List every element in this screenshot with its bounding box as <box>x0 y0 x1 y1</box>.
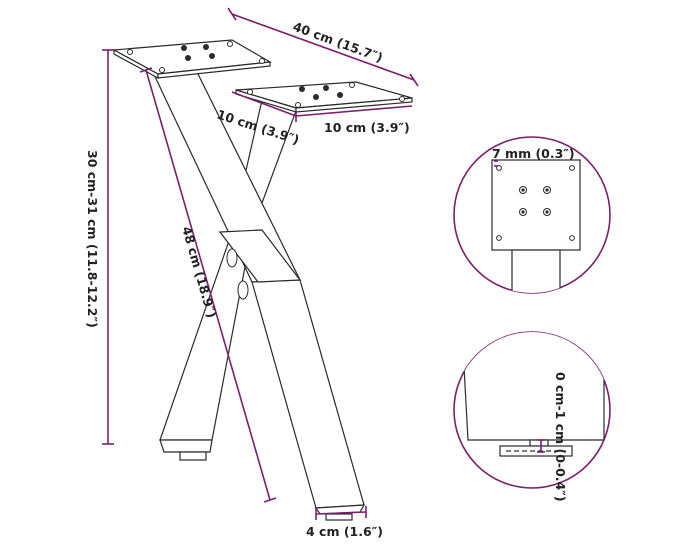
mounting-plate-left <box>111 39 272 80</box>
front-leg-bar <box>149 65 366 521</box>
leg-width-label: 4 cm (1.6″) <box>306 524 383 539</box>
plate-width-label: 10 cm (3.9″) <box>324 120 410 135</box>
plate-thickness-label: 7 mm (0.3″) <box>492 146 575 161</box>
cross-joint <box>218 229 302 300</box>
height-label: 30 cm-31 cm (11.8-12.2″) <box>85 150 100 328</box>
detail-foot-adjust: 0 cm-1 cm (0-0.4″) <box>453 331 611 502</box>
top-length-label: 40 cm (15.7″) <box>291 19 385 65</box>
x-leg-drawing <box>111 39 413 521</box>
leg-length-label: 48 cm (18.9″) <box>179 225 219 320</box>
detail-plate-thickness: 7 mm (0.3″) <box>453 136 611 294</box>
bolt-slot-lower <box>237 280 249 300</box>
foot-adjust-label: 0 cm-1 cm (0-0.4″) <box>553 372 568 502</box>
dimension-lines <box>102 7 419 520</box>
bolt-slot-upper <box>226 248 238 268</box>
mounting-plate-right <box>235 81 413 113</box>
